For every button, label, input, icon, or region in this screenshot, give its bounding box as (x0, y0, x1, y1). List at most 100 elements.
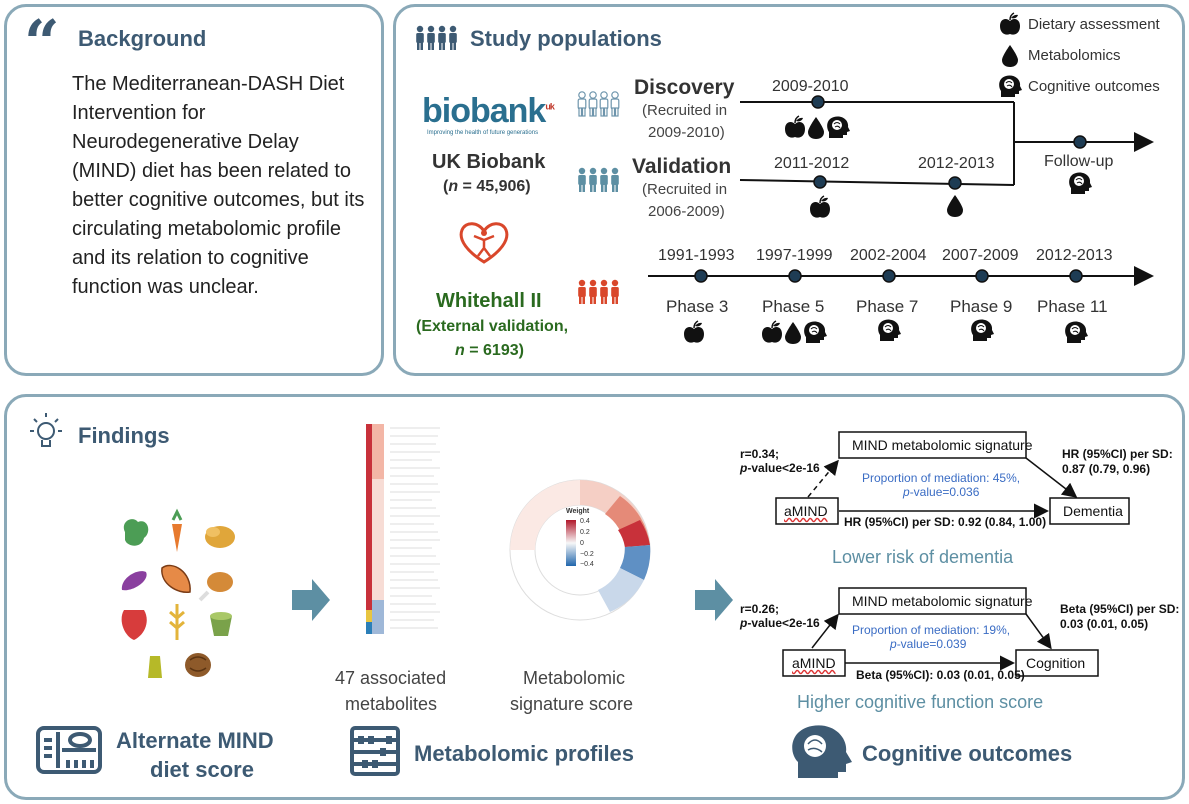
weight-tick-1: 0.4 (580, 518, 590, 525)
background-text: The Mediterranean-DASH Diet Intervention… (72, 73, 365, 298)
wh-year-4: 2007-2009 (942, 247, 1019, 264)
cognition-sig: MIND metabolomic signature (852, 593, 1033, 609)
metabolites-label-1: 47 associated (335, 668, 447, 688)
ukb-n-value: = 45,906) (458, 178, 531, 195)
lightbulb-icon (30, 413, 62, 447)
dementia-outcome: Dementia (1063, 503, 1123, 519)
whitehall-logo (459, 222, 509, 264)
wh-phase-5: Phase 11 (1037, 297, 1108, 316)
dementia-diagram (775, 431, 1130, 525)
wh-year-3: 2002-2004 (850, 247, 927, 264)
findings-title: Findings (78, 423, 170, 448)
signature-circle (509, 479, 651, 621)
cognition-r: r=0.26; (740, 602, 780, 616)
dementia-prop2-italic: p (903, 485, 910, 499)
weight-legend-title: Weight (566, 508, 590, 515)
whitehall-n-italic: n (455, 342, 465, 359)
background-title: Background (78, 26, 207, 51)
discovery-sub1: (Recruited in (642, 102, 728, 119)
dementia-direct: HR (95%CI) per SD: 0.92 (0.84, 1.00) (844, 515, 1047, 529)
cognition-direct: Beta (95%CI): 0.03 (0.01, 0.05) (856, 668, 1025, 682)
heatmap (366, 424, 440, 634)
whitehall-n-value: = 6193) (464, 342, 524, 359)
weight-tick-5: −0.4 (580, 561, 594, 568)
dementia-p: p-value<2e-16 (740, 461, 820, 475)
wh-phase-3: Phase 7 (856, 297, 919, 316)
ukb-n-italic: n (448, 178, 459, 195)
weight-tick-2: 0.2 (580, 529, 590, 536)
wh-phase-2: Phase 5 (762, 297, 825, 316)
dementia-prop2: p-value=0.036 (903, 485, 979, 499)
wh-phase-4: Phase 9 (950, 297, 1013, 316)
score-label-1: Metabolomic (523, 668, 626, 688)
discovery-sub2: 2009-2010) (648, 124, 725, 141)
biobank-logo-text: biobank (422, 92, 546, 130)
arrow-right-icon (292, 579, 330, 621)
study-title: Study populations (470, 26, 662, 51)
dementia-p-rest: -value<2e-16 (747, 461, 820, 475)
abacus-beads (358, 736, 392, 768)
weight-tick-3: 0 (580, 540, 584, 547)
cognition-prop2-rest: -value=0.039 (896, 637, 967, 651)
people-icon (416, 25, 457, 50)
cognition-outcome: Cognition (1026, 655, 1086, 671)
dementia-p-italic: p (740, 461, 748, 475)
cognition-prop2-italic: p (890, 637, 897, 651)
dementia-r: r=0.34; (740, 447, 780, 461)
discovery-label: Discovery (634, 76, 735, 99)
wh-year-1: 1991-1993 (658, 247, 735, 264)
cognition-p-rest: -value<2e-16 (747, 616, 820, 630)
ukb-n: (n = 45,906) (443, 178, 531, 196)
score-label-2: signature score (510, 694, 634, 714)
cognition-beta-sd-1: Beta (95%CI) per SD: (1060, 602, 1180, 616)
diet-tray-icon (36, 726, 102, 774)
cognition-amind: aMIND (792, 655, 836, 671)
legend-cognitive: Cognitive outcomes (1028, 78, 1160, 95)
validation-people-icon (578, 167, 619, 192)
whitehall-people-icon (578, 279, 619, 304)
ukb-n-prefix: ( (443, 178, 449, 195)
amind-label-2: diet score (150, 757, 254, 782)
legend-metabolomics: Metabolomics (1028, 47, 1121, 64)
amind-label-1: Alternate MIND (116, 728, 274, 753)
cognition-prop1: Proportion of mediation: 19%, (852, 623, 1011, 637)
background-panel (4, 4, 384, 376)
cognition-beta-sd-2: 0.03 (0.01, 0.05) (1060, 617, 1149, 631)
dementia-sig: MIND metabolomic signature (852, 437, 1033, 453)
whitehall-n: n = 6193) (455, 342, 524, 360)
metabolites-label-2: metabolites (345, 694, 438, 714)
wh-year-2: 1997-1999 (756, 247, 833, 264)
cognition-p: p-value<2e-16 (740, 616, 820, 630)
cognition-p-italic: p (740, 616, 748, 630)
whitehall-name: Whitehall II (436, 290, 542, 312)
followup-label: Follow-up (1044, 153, 1114, 170)
biobank-logo: biobankuk (422, 92, 555, 131)
validation-year2: 2012-2013 (918, 155, 995, 172)
wh-year-5: 2012-2013 (1036, 247, 1113, 264)
dementia-hr-sd-2: 0.87 (0.79, 0.96) (1062, 462, 1151, 476)
legend-dietary: Dietary assessment (1028, 16, 1160, 33)
head-brain-icon (792, 725, 852, 778)
drop-icon (1002, 45, 1018, 67)
discovery-people-icon (577, 91, 620, 117)
dementia-hr-sd-1: HR (95%CI) per SD: (1062, 447, 1173, 461)
validation-label: Validation (632, 155, 732, 178)
dementia-caption: Lower risk of dementia (832, 547, 1014, 567)
validation-sub1: (Recruited in (642, 181, 728, 198)
cognitive-outcomes-label: Cognitive outcomes (862, 741, 1073, 766)
dementia-amind: aMIND (784, 503, 828, 519)
ukb-name: UK Biobank (432, 151, 546, 173)
validation-sub2: 2006-2009) (648, 203, 725, 220)
arrow-right-icon-2 (695, 579, 733, 621)
validation-year1: 2011-2012 (774, 155, 850, 172)
discovery-year: 2009-2010 (772, 78, 849, 95)
dementia-prop2-rest: -value=0.036 (909, 485, 980, 499)
dementia-prop1: Proportion of mediation: 45%, (862, 471, 1021, 485)
cognition-prop2: p-value=0.039 (890, 637, 966, 651)
brain-head-icon (998, 75, 1023, 98)
study-populations-panel (393, 4, 1185, 376)
weight-tick-4: −0.2 (580, 551, 594, 558)
wh-phase-1: Phase 3 (666, 297, 729, 316)
food-icons (121, 508, 235, 678)
